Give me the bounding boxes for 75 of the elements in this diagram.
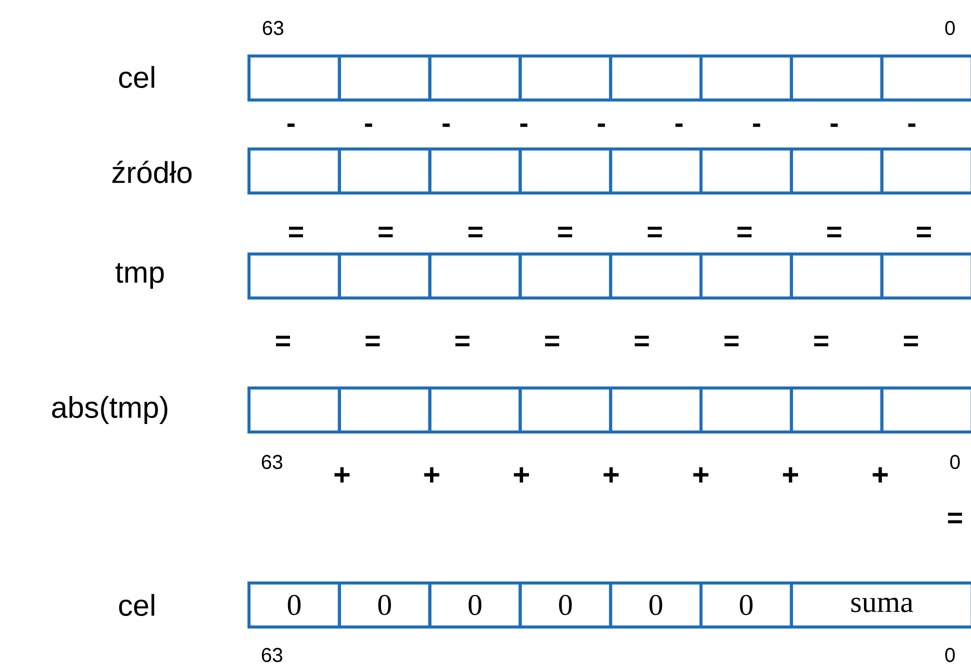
operator-sign: - (598, 124, 605, 127)
operator-sign: = (558, 226, 572, 238)
bit-index: 0 (945, 20, 955, 36)
bit-cell (790, 54, 884, 102)
row-label: źródło (112, 160, 192, 184)
bit-cell (880, 148, 971, 194)
bit-cell (248, 148, 341, 194)
operator-sign: = (648, 226, 662, 238)
bit-index: 63 (262, 454, 282, 470)
bit-cell (880, 386, 971, 434)
bit-cell (338, 386, 432, 434)
operator-sign: = (827, 226, 842, 238)
operator-sign: + (872, 467, 888, 482)
operator-sign: = (545, 336, 560, 346)
operator-sign: = (276, 336, 290, 346)
operator-sign: + (424, 467, 440, 482)
row-label: tmp (115, 263, 164, 289)
operator-sign: + (604, 467, 619, 482)
bit-cell (790, 148, 884, 194)
operator-sign: - (365, 124, 372, 127)
operator-sign: - (442, 124, 450, 127)
bit-cell (790, 252, 884, 300)
bit-cell (248, 54, 341, 102)
row-label: abs(tmp) (52, 396, 168, 424)
bit-index: 0 (945, 648, 955, 662)
operator-sign: - (753, 124, 760, 127)
bit-cell: 0 (518, 582, 612, 628)
bit-cell (700, 252, 793, 300)
operator-sign: + (693, 467, 708, 482)
bit-cell (700, 54, 793, 102)
row-label: cel (119, 594, 154, 616)
bit-cell: 0 (700, 582, 793, 628)
operator-sign: = (289, 226, 304, 238)
operator-sign: = (916, 226, 931, 238)
operator-sign: = (378, 226, 393, 238)
operator-sign: = (455, 336, 470, 346)
operator-sign: = (904, 336, 918, 346)
operator-sign: - (675, 124, 683, 127)
bit-cell (338, 252, 432, 300)
bit-cell (338, 148, 432, 194)
operator-sign: + (514, 467, 529, 482)
operator-sign: - (520, 124, 528, 127)
operator-sign: + (334, 467, 350, 482)
bit-cell: 0 (338, 582, 432, 628)
bit-cell (248, 386, 341, 434)
operator-sign: - (830, 124, 838, 127)
bit-cell (609, 386, 702, 434)
bit-cell (880, 54, 971, 102)
bit-index: 0 (950, 454, 960, 470)
operator-sign: = (948, 512, 962, 524)
bit-cell (790, 386, 884, 434)
bit-cell (700, 386, 793, 434)
bit-index: 63 (262, 648, 282, 662)
operator-sign: = (814, 336, 828, 346)
bit-cell: suma (790, 582, 971, 628)
operator-sign: = (468, 226, 482, 238)
bit-cell: 0 (428, 582, 522, 628)
bit-cell (700, 148, 793, 194)
bit-cell (338, 54, 432, 102)
operator-sign: + (783, 467, 798, 482)
operator-sign: = (634, 336, 649, 346)
operator-sign: = (738, 226, 752, 238)
bit-cell (609, 148, 702, 194)
bit-cell: 0 (609, 582, 702, 628)
bit-cell (880, 252, 971, 300)
row-label: cel (119, 66, 154, 88)
operator-sign: = (724, 336, 739, 346)
operator-sign: - (287, 124, 295, 127)
operator-sign: = (366, 336, 380, 346)
bit-cell (609, 252, 702, 300)
bit-cell: 0 (248, 582, 341, 628)
bit-cell (609, 54, 702, 102)
bit-index: 63 (262, 20, 284, 36)
operator-sign: - (908, 124, 916, 127)
bit-cell (248, 252, 341, 300)
